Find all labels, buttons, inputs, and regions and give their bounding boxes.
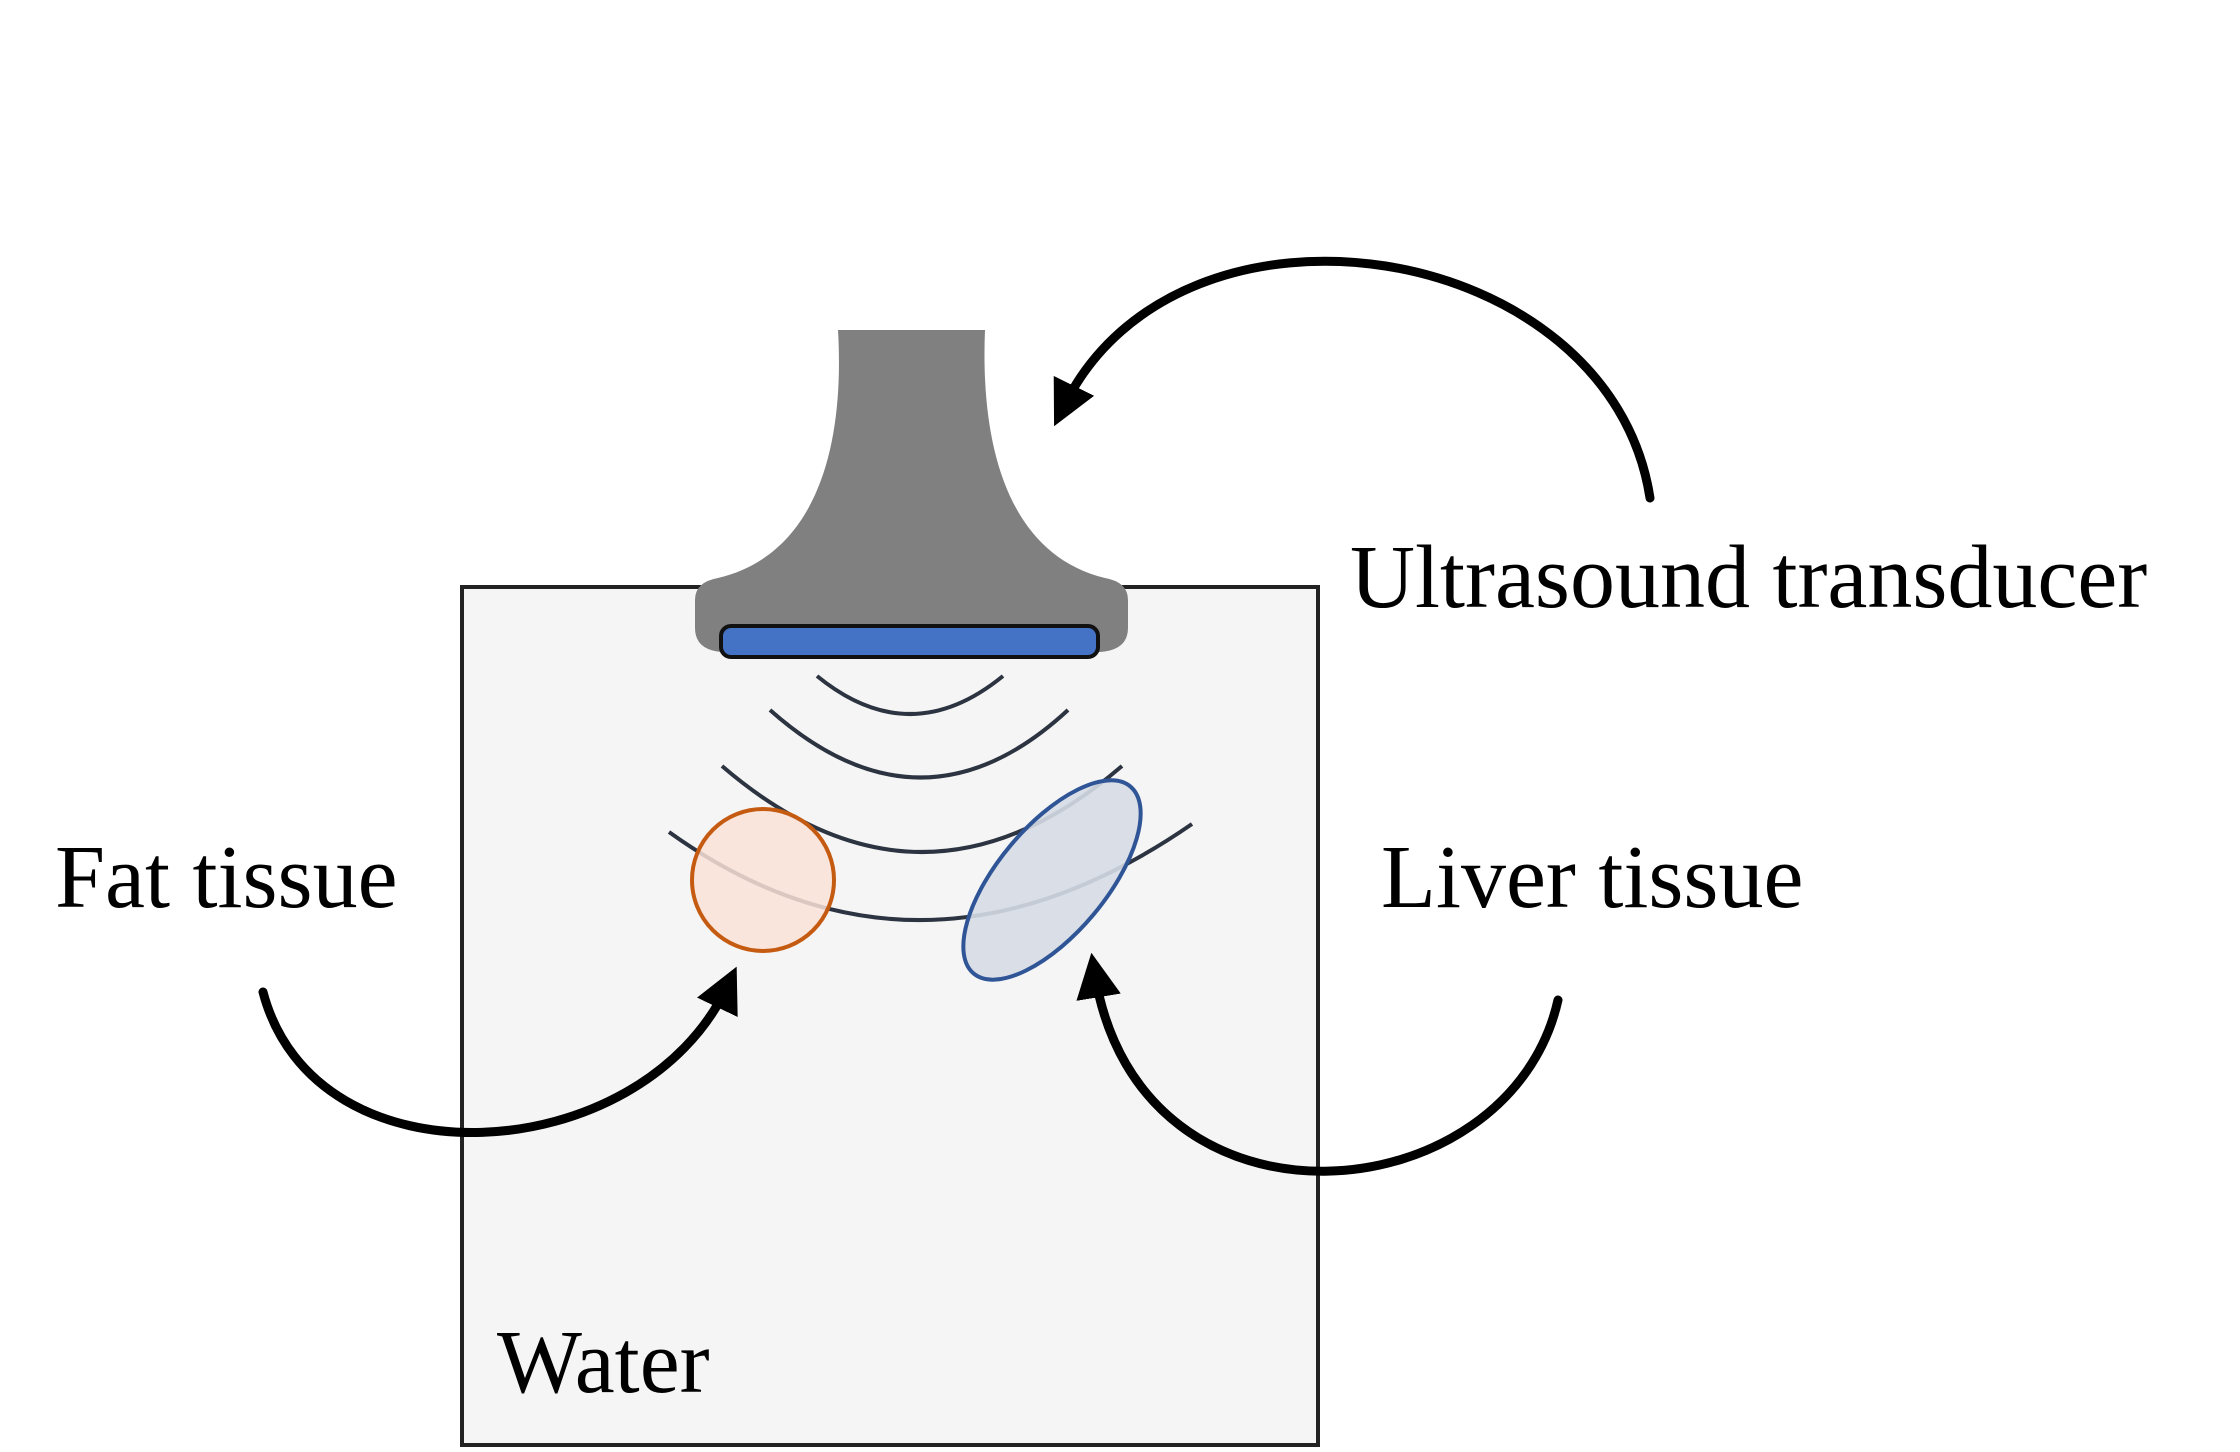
liver-tissue-label: Liver tissue [1381,828,1803,927]
transducer-label: Ultrasound transducer [1350,528,2147,627]
water-label: Water [497,1313,710,1412]
fat-tissue-region [690,807,836,953]
wavefront-2 [768,708,1070,780]
liver-tissue-arrow [1076,952,1563,1176]
liver-tissue-region [961,778,1143,982]
water-tank [460,585,1320,1447]
fat-tissue-label: Fat tissue [55,828,398,927]
wavefront-1 [815,674,1005,716]
fat-tissue-arrow [258,966,738,1137]
transducer-face [719,624,1100,659]
transducer-body [695,330,1128,652]
transducer-arrow [1053,256,1655,503]
